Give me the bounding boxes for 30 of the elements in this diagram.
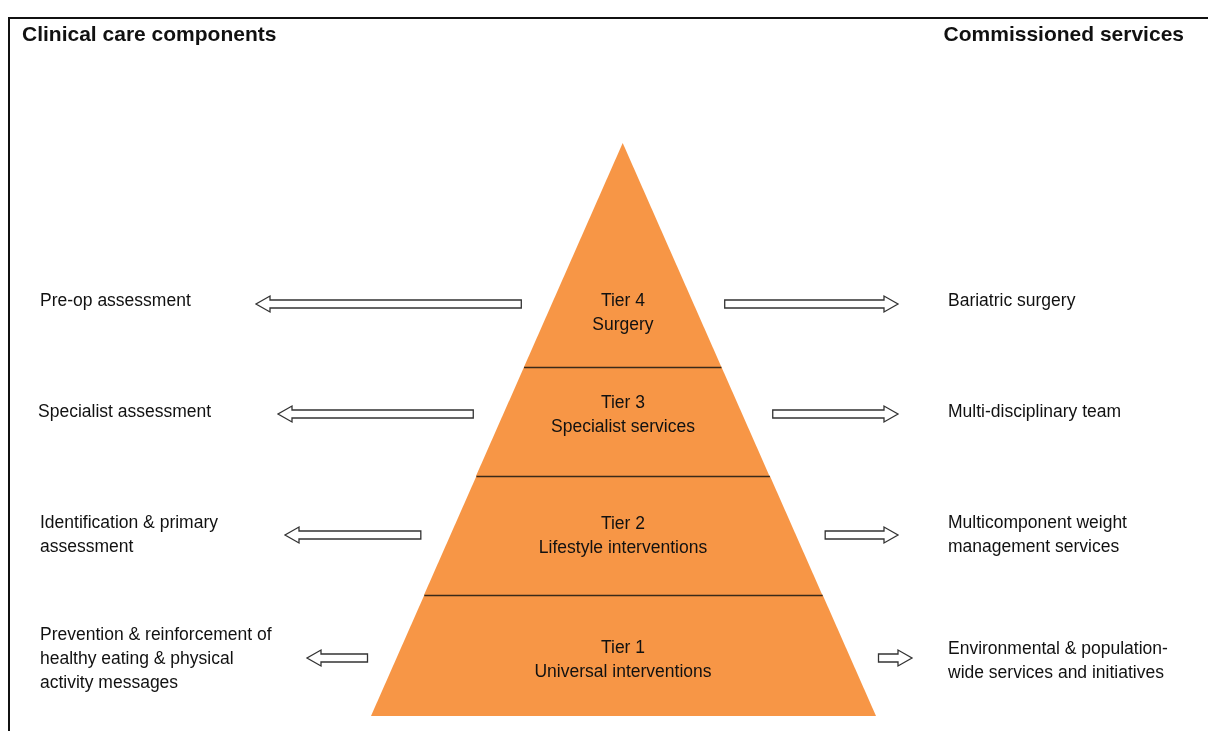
pyramid-tier <box>423 476 823 595</box>
tier-number: Tier 2 <box>600 512 646 535</box>
column-heading: Clinical care components <box>22 22 277 46</box>
tier-name: Specialist services <box>551 415 695 438</box>
block-arrow <box>276 404 474 424</box>
tier-number: Tier 1 <box>600 636 646 659</box>
component-text: Identification & primary assessment <box>40 510 250 558</box>
block-arrow <box>254 294 522 314</box>
block-arrow <box>724 294 900 314</box>
tier-name: Lifestyle interventions <box>538 536 708 559</box>
pyramid-tier <box>370 595 876 716</box>
component-text: Multicomponent weight management services <box>948 510 1148 558</box>
component-text: Bariatric surgery <box>948 288 1178 312</box>
pyramid-tier <box>476 367 770 476</box>
component-text: Environmental & population-wide services and initiatives <box>948 636 1193 684</box>
tier-number: Tier 4 <box>600 289 646 312</box>
tier-name: Surgery <box>592 313 654 336</box>
component-text: Prevention & reinforcement of healthy eating & physical activity messages <box>40 622 276 694</box>
block-arrow <box>877 648 914 668</box>
block-arrow <box>305 648 369 668</box>
component-text: Pre-op assessment <box>40 288 250 312</box>
block-arrow <box>283 525 422 545</box>
component-text: Specialist assessment <box>38 399 268 423</box>
tier-number: Tier 3 <box>600 391 646 414</box>
tier-name: Universal interventions <box>534 660 712 683</box>
block-arrow <box>772 404 900 424</box>
block-arrow <box>824 525 900 545</box>
column-heading: Commissioned services <box>943 22 1184 46</box>
pyramid-tier <box>524 143 722 367</box>
component-text: Multi-disciplinary team <box>948 399 1178 423</box>
